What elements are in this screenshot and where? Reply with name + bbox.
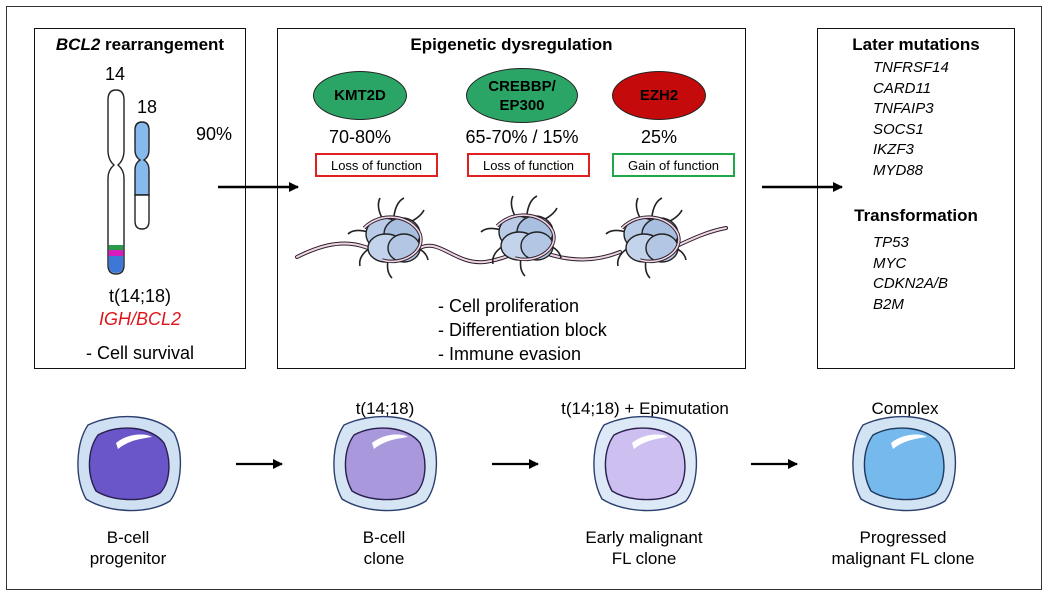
cell-icon (77, 415, 182, 512)
chrom14-label: 14 (104, 64, 126, 84)
stage-top-label-2: t(14;18) + Epimutation (561, 399, 729, 418)
epigenetic-title: Epigenetic dysregulation (410, 35, 613, 54)
stage-caption-0: B-cell progenitor (89, 528, 167, 568)
cell-nucleus (88, 427, 170, 501)
gene-item: B2M (873, 295, 904, 313)
effect-box-kmt2d: Loss of function (315, 153, 438, 177)
cell-icon (333, 415, 438, 512)
band-magenta (108, 250, 124, 256)
gene-item: MYC (873, 254, 907, 272)
gene-item: CDKN2A/B (873, 275, 949, 292)
later-mutations-panel (817, 28, 1015, 369)
gene-item: SOCS1 (873, 120, 924, 138)
band-green (108, 245, 124, 250)
bcl2-title-gene: BCL2 (55, 35, 101, 54)
nucleosome-icon (347, 197, 429, 279)
cell-icon (593, 415, 698, 512)
stage-caption-3: Progressed malignant FL clone (831, 528, 975, 568)
bcl2-title: BCL2 rearrangement (34, 35, 246, 55)
percent-90: 90% (196, 124, 233, 144)
cell-icon (852, 415, 957, 512)
nucleosome-icon (480, 195, 562, 277)
stage-top-label-3: Complex (871, 399, 939, 418)
stage-caption-2: Early malignant FL clone (585, 528, 703, 568)
gene-item: TNFAIP3 (873, 100, 934, 117)
gene-pill-crebbp: CREBBP/ EP300 (466, 68, 578, 123)
outcome-proliferation: - Cell proliferation (438, 296, 580, 316)
outcome-immune: - Immune evasion (438, 344, 582, 364)
transformation-title: Transformation (854, 206, 978, 225)
gene-pill-kmt2d: KMT2D (313, 71, 407, 120)
chromosome-18 (134, 121, 150, 196)
bcl2-title-rest: rearrangement (100, 35, 225, 54)
later-gene-list: TNFRSF14 CARD11 TNFAIP3 SOCS1 IKZF3 MYD8… (873, 58, 949, 181)
later-mutations-title: Later mutations (852, 35, 980, 54)
band-blue (108, 256, 124, 273)
stage-top-label-1: t(14;18) (355, 399, 415, 418)
bcl2-panel (34, 28, 246, 369)
freq-kmt2d: 70-80% (328, 127, 392, 147)
translocation-label: t(14;18) (108, 286, 172, 306)
gene-item: TNFRSF14 (873, 59, 949, 76)
freq-crebbp: 65-70% / 15% (465, 127, 579, 147)
gene-pill-ezh2: EZH2 (612, 71, 706, 120)
effect-box-ezh2: Gain of function (612, 153, 735, 177)
cell-survival-label: - Cell survival (85, 343, 195, 363)
cell-nucleus (863, 427, 945, 501)
cell-nucleus (344, 427, 426, 501)
transformation-gene-list: TP53 MYC CDKN2A/B B2M (873, 233, 948, 315)
figure-frame (6, 6, 1042, 590)
freq-ezh2: 25% (640, 127, 678, 147)
fusion-label: IGH/BCL2 (98, 309, 182, 329)
nucleosome-icon (605, 197, 687, 279)
gene-item: MYD88 (873, 161, 924, 179)
stage-caption-1: B-cell clone (362, 528, 406, 568)
outcome-differentiation: - Differentiation block (438, 320, 607, 340)
gene-item: CARD11 (873, 79, 932, 97)
cell-nucleus (604, 427, 686, 501)
chrom18-label: 18 (136, 97, 158, 117)
gene-item: IKZF3 (873, 141, 914, 158)
gene-item: TP53 (873, 234, 909, 251)
effect-box-crebbp: Loss of function (467, 153, 590, 177)
